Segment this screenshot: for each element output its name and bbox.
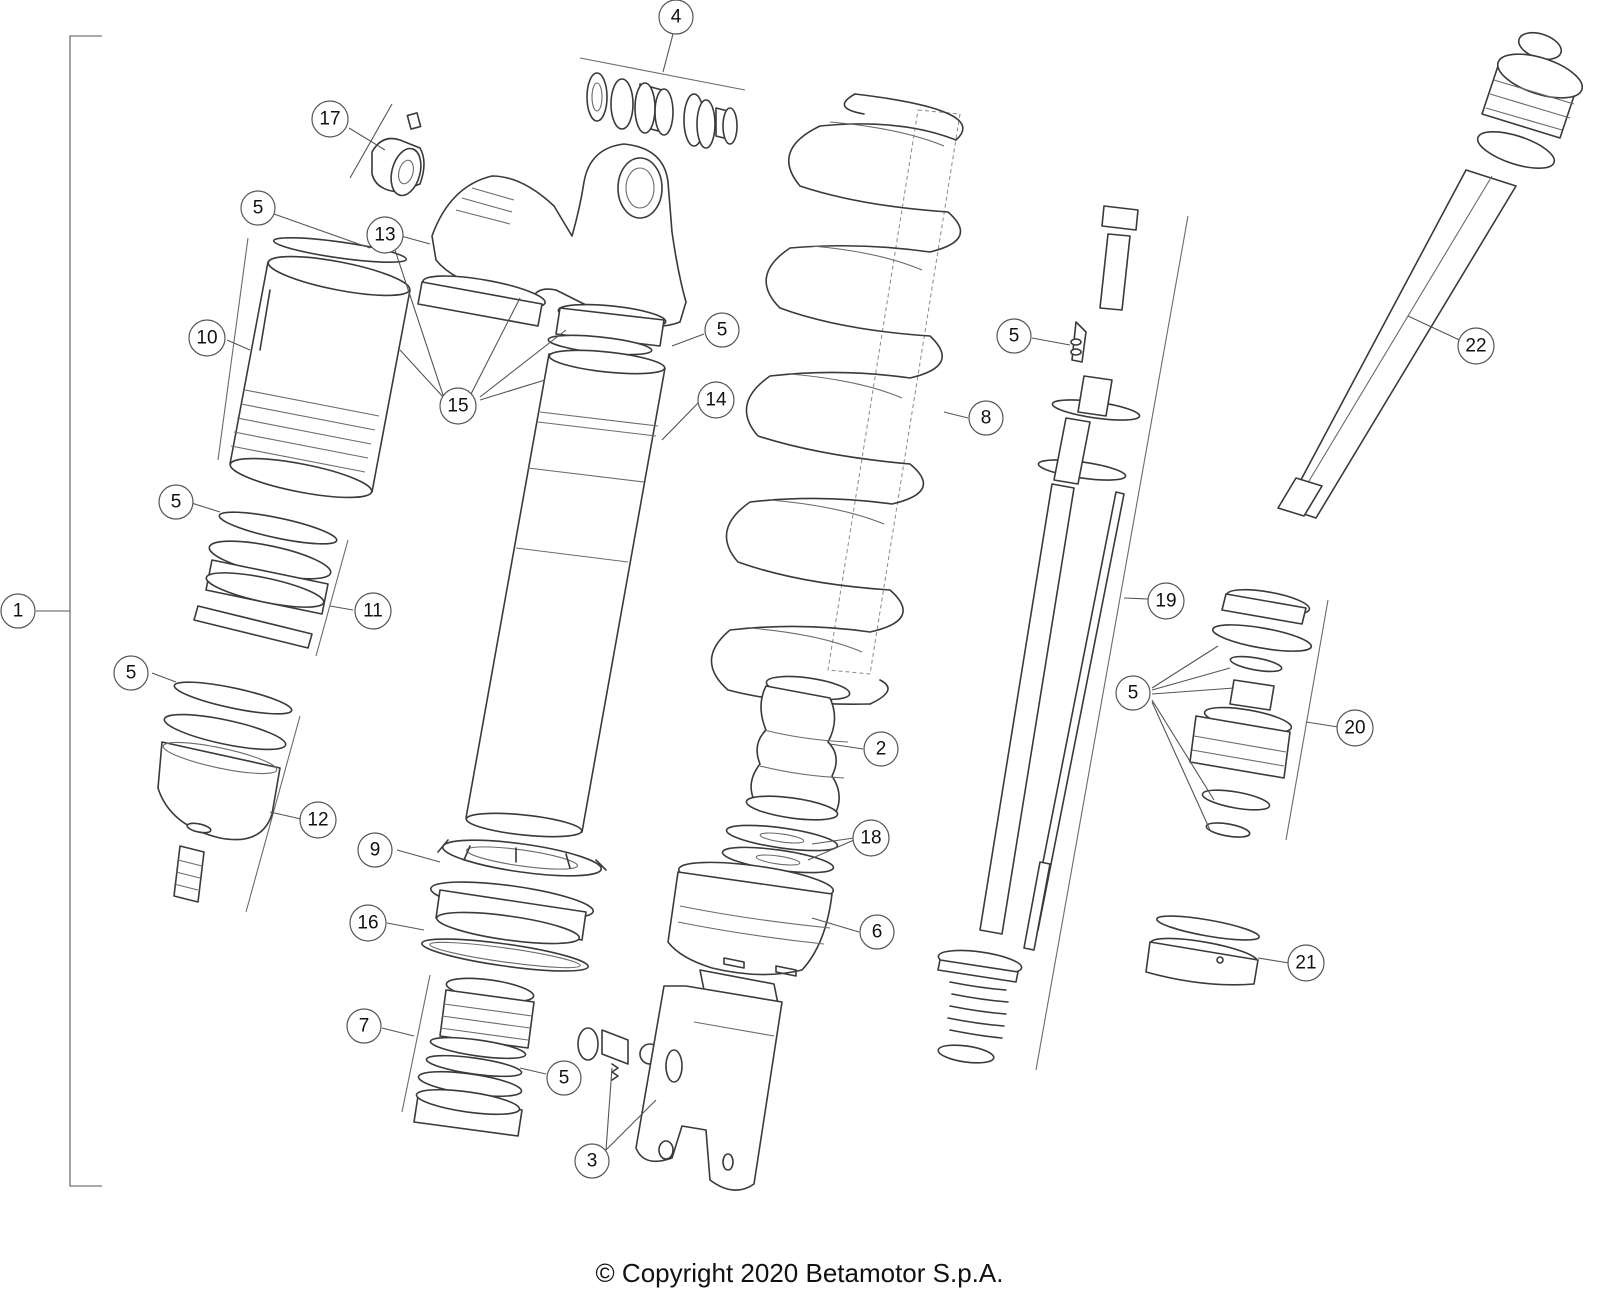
callout-17: 17 — [311, 100, 349, 138]
callout-8-label: 8 — [981, 408, 992, 429]
callout-16-label: 16 — [357, 913, 378, 934]
callout-4: 4 — [658, 0, 694, 35]
callout-19-label: 19 — [1155, 591, 1176, 612]
callout-5d: 5 — [158, 484, 194, 520]
callout-4-label: 4 — [671, 7, 682, 28]
callout-3: 3 — [574, 1143, 610, 1179]
callout-5b-label: 5 — [717, 320, 728, 341]
callout-9: 9 — [357, 832, 393, 868]
callout-17-label: 17 — [319, 109, 340, 130]
callout-6: 6 — [859, 914, 895, 950]
callout-15: 15 — [439, 387, 477, 425]
callout-18: 18 — [852, 819, 890, 857]
part-4-seal-kit — [579, 57, 746, 149]
callout-12-label: 12 — [307, 810, 328, 831]
callout-12: 12 — [299, 801, 337, 839]
callout-22-label: 22 — [1465, 336, 1486, 357]
callout-5g: 5 — [546, 1060, 582, 1096]
leader-lines — [151, 33, 1469, 1151]
part-17-cap — [349, 103, 425, 197]
callout-11: 11 — [354, 592, 392, 630]
callout-5e: 5 — [113, 655, 149, 691]
callout-10-label: 10 — [196, 328, 217, 349]
callout-5f-label: 5 — [1128, 683, 1139, 704]
part-6-spring-perch — [667, 861, 835, 977]
callout-10: 10 — [188, 319, 226, 357]
callout-5e-label: 5 — [126, 663, 137, 684]
callout-1: 1 — [0, 593, 36, 629]
callout-5d-label: 5 — [171, 492, 182, 513]
callout-2-label: 2 — [876, 739, 887, 760]
callout-5f: 5 — [1115, 675, 1151, 711]
callout-5a-label: 5 — [253, 198, 264, 219]
callout-6-label: 6 — [872, 922, 883, 943]
callout-7: 7 — [346, 1008, 382, 1044]
part-3-clevis — [577, 969, 783, 1191]
callout-22: 22 — [1457, 327, 1495, 365]
part-2-bump-stop — [745, 675, 851, 821]
callout-5g-label: 5 — [559, 1068, 570, 1089]
part-22-rod-assembly — [1277, 31, 1584, 519]
callout-20: 20 — [1336, 709, 1374, 747]
callout-15-label: 15 — [447, 396, 468, 417]
part-11-piston — [193, 511, 349, 657]
callout-1-label: 1 — [13, 601, 24, 622]
part-13-head-casting — [417, 143, 687, 347]
callout-11-label: 11 — [363, 601, 383, 622]
callout-2: 2 — [863, 731, 899, 767]
part-10-reservoir — [217, 236, 411, 499]
callout-16: 16 — [349, 904, 387, 942]
callout-5b: 5 — [704, 312, 740, 348]
callout-5c: 5 — [996, 318, 1032, 354]
part-8-spring — [710, 93, 964, 706]
callout-8: 8 — [968, 400, 1004, 436]
copyright-notice: © Copyright 2020 Betamotor S.p.A. — [595, 1258, 1004, 1288]
callout-14-label: 14 — [705, 390, 727, 411]
callout-14: 14 — [697, 381, 735, 419]
part-12-endcap — [157, 681, 301, 913]
part-14-body-tube — [465, 334, 666, 838]
callout-20-label: 20 — [1344, 718, 1365, 739]
part-16-ring — [421, 938, 589, 972]
callout-21: 21 — [1287, 944, 1325, 982]
callout-5c-label: 5 — [1009, 326, 1020, 347]
callout-19: 19 — [1147, 582, 1185, 620]
part-19-shaft — [937, 205, 1189, 1071]
callout-13: 13 — [366, 216, 404, 254]
callout-3-label: 3 — [587, 1151, 598, 1172]
callout-18-label: 18 — [860, 828, 881, 849]
callout-9-label: 9 — [370, 840, 381, 861]
callout-21-label: 21 — [1295, 953, 1316, 974]
callout-13-label: 13 — [374, 225, 395, 246]
part-21-cup — [1145, 915, 1261, 986]
assembly-bracket — [36, 35, 102, 1187]
part-9-adjuster-rings — [429, 839, 607, 945]
callout-5a: 5 — [240, 190, 276, 226]
callout-7-label: 7 — [359, 1016, 370, 1037]
part-20-valve-stack — [1189, 588, 1329, 841]
part-7-adjuster — [401, 974, 535, 1137]
